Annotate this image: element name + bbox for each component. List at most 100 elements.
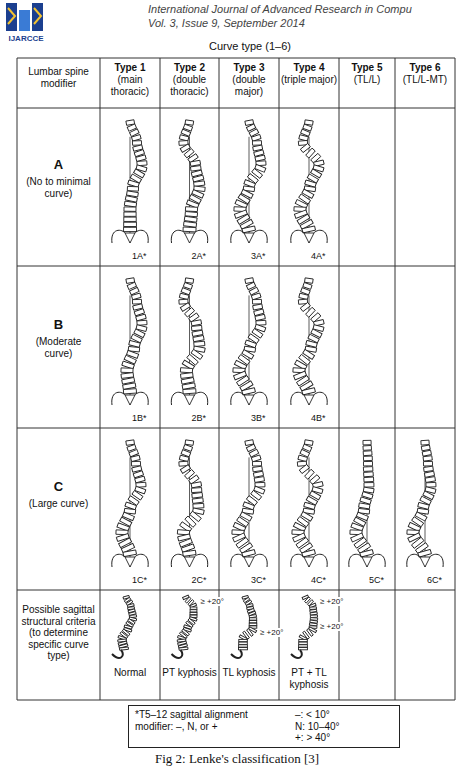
vertebra	[190, 610, 197, 612]
curve-code: 5C*	[369, 575, 395, 585]
pelvis	[112, 392, 148, 405]
column-header: Lumbar spine modifier	[17, 66, 100, 89]
vertebra	[299, 635, 307, 641]
vertebra	[185, 207, 197, 212]
vertebra	[363, 451, 372, 456]
curve-type-name: (double major)	[220, 74, 278, 97]
vertebra	[423, 461, 432, 466]
vertebra	[193, 503, 204, 508]
lumbar-modifier: B	[17, 318, 100, 333]
journal-logo-text: IJARCCE	[2, 34, 50, 43]
vertebra	[131, 293, 141, 300]
spine-figure	[291, 278, 327, 405]
curve-type-name: (TL/L-MT)	[396, 74, 454, 86]
vertebra	[305, 278, 314, 283]
vertebra	[191, 325, 202, 330]
vertebra	[426, 482, 436, 487]
spine-figure	[291, 440, 327, 567]
pelvis	[231, 392, 267, 405]
pelvis	[291, 554, 327, 567]
spine-figure	[291, 595, 318, 658]
spine-figure	[171, 278, 207, 405]
key-text: *T5–12 sagittal alignment modifier: –, N…	[135, 709, 287, 732]
kyphosis-threshold: ≥ +20°	[259, 628, 293, 637]
vertebra	[255, 314, 265, 320]
vertebra	[183, 389, 196, 394]
vertebra	[249, 618, 256, 620]
curve-code: 3C*	[251, 575, 277, 585]
pelvis	[231, 230, 267, 243]
spine-figure	[112, 440, 148, 567]
vertebra	[183, 550, 196, 556]
vertebra	[191, 488, 201, 493]
vertebra	[363, 461, 372, 465]
vertebra	[242, 226, 256, 233]
vertebra	[254, 477, 264, 483]
vertebra	[363, 456, 372, 461]
lumbar-modifier: C	[17, 480, 100, 495]
vertebra	[123, 550, 136, 557]
kyphosis-threshold: ≥ +20°	[200, 597, 234, 606]
vertebra	[423, 456, 432, 461]
vertebra	[363, 440, 371, 445]
vertebra	[239, 635, 247, 641]
vertebra	[183, 227, 196, 232]
spine-figure	[171, 440, 207, 567]
grid-line	[100, 58, 101, 700]
vertebra	[185, 278, 194, 283]
curve-type-name: (double thoracic)	[161, 74, 218, 97]
key-value: –: < 10°	[295, 709, 393, 721]
vertebra	[132, 141, 141, 146]
vertebra	[421, 445, 430, 451]
key-value: N: 10–40°	[295, 721, 393, 733]
vertebra	[135, 476, 146, 483]
vertebra	[132, 299, 141, 304]
grid-line	[279, 58, 280, 700]
key-right: –: < 10°N: 10–40°+: > 40°	[295, 709, 393, 744]
spine-figure	[407, 440, 443, 567]
curve-type-header: Type 4	[279, 62, 339, 74]
journal-header: International Journal of Advanced Resear…	[148, 3, 470, 16]
vertebra	[363, 467, 372, 472]
curve-code: 1C*	[132, 575, 158, 585]
sacrum	[185, 395, 195, 405]
sacrum	[125, 557, 135, 567]
vertebra	[121, 368, 133, 373]
vertebra	[131, 461, 140, 466]
sagittal-type: TL kyphosis	[220, 667, 278, 679]
vertebra	[251, 455, 261, 462]
vertebra	[299, 642, 308, 644]
modifier-key-box: *T5–12 sagittal alignment modifier: –, N…	[128, 705, 400, 748]
sacrum	[244, 557, 254, 567]
vertebra	[299, 293, 309, 299]
curve-code: 1A*	[132, 251, 158, 261]
curve-code: 4A*	[311, 251, 337, 261]
vertebra	[179, 455, 189, 461]
vertebra	[249, 623, 257, 625]
vertebra	[360, 550, 374, 557]
sacrum	[244, 233, 254, 243]
vertebra	[192, 492, 203, 498]
vertebra	[421, 440, 429, 445]
spine-figure	[291, 120, 327, 243]
pelvis	[291, 230, 327, 243]
vertebra	[252, 141, 261, 146]
vertebra	[180, 368, 192, 373]
sacrum	[125, 395, 135, 405]
grid-line	[455, 58, 456, 700]
kyphosis-threshold: ≥ +20°	[319, 622, 353, 631]
pelvis	[171, 554, 207, 567]
curve-code: 4B*	[311, 413, 337, 423]
vertebra	[364, 477, 374, 482]
vertebra	[192, 498, 203, 504]
grid-line	[17, 108, 455, 109]
spine-figure	[112, 595, 137, 657]
pelvis	[291, 392, 327, 405]
sacrum	[231, 650, 242, 658]
spine-figure	[171, 120, 207, 243]
curve-type-name: (triple major)	[280, 74, 338, 86]
key-value: +: > 40°	[295, 732, 393, 744]
vertebra	[124, 227, 137, 231]
vertebra	[239, 639, 248, 641]
